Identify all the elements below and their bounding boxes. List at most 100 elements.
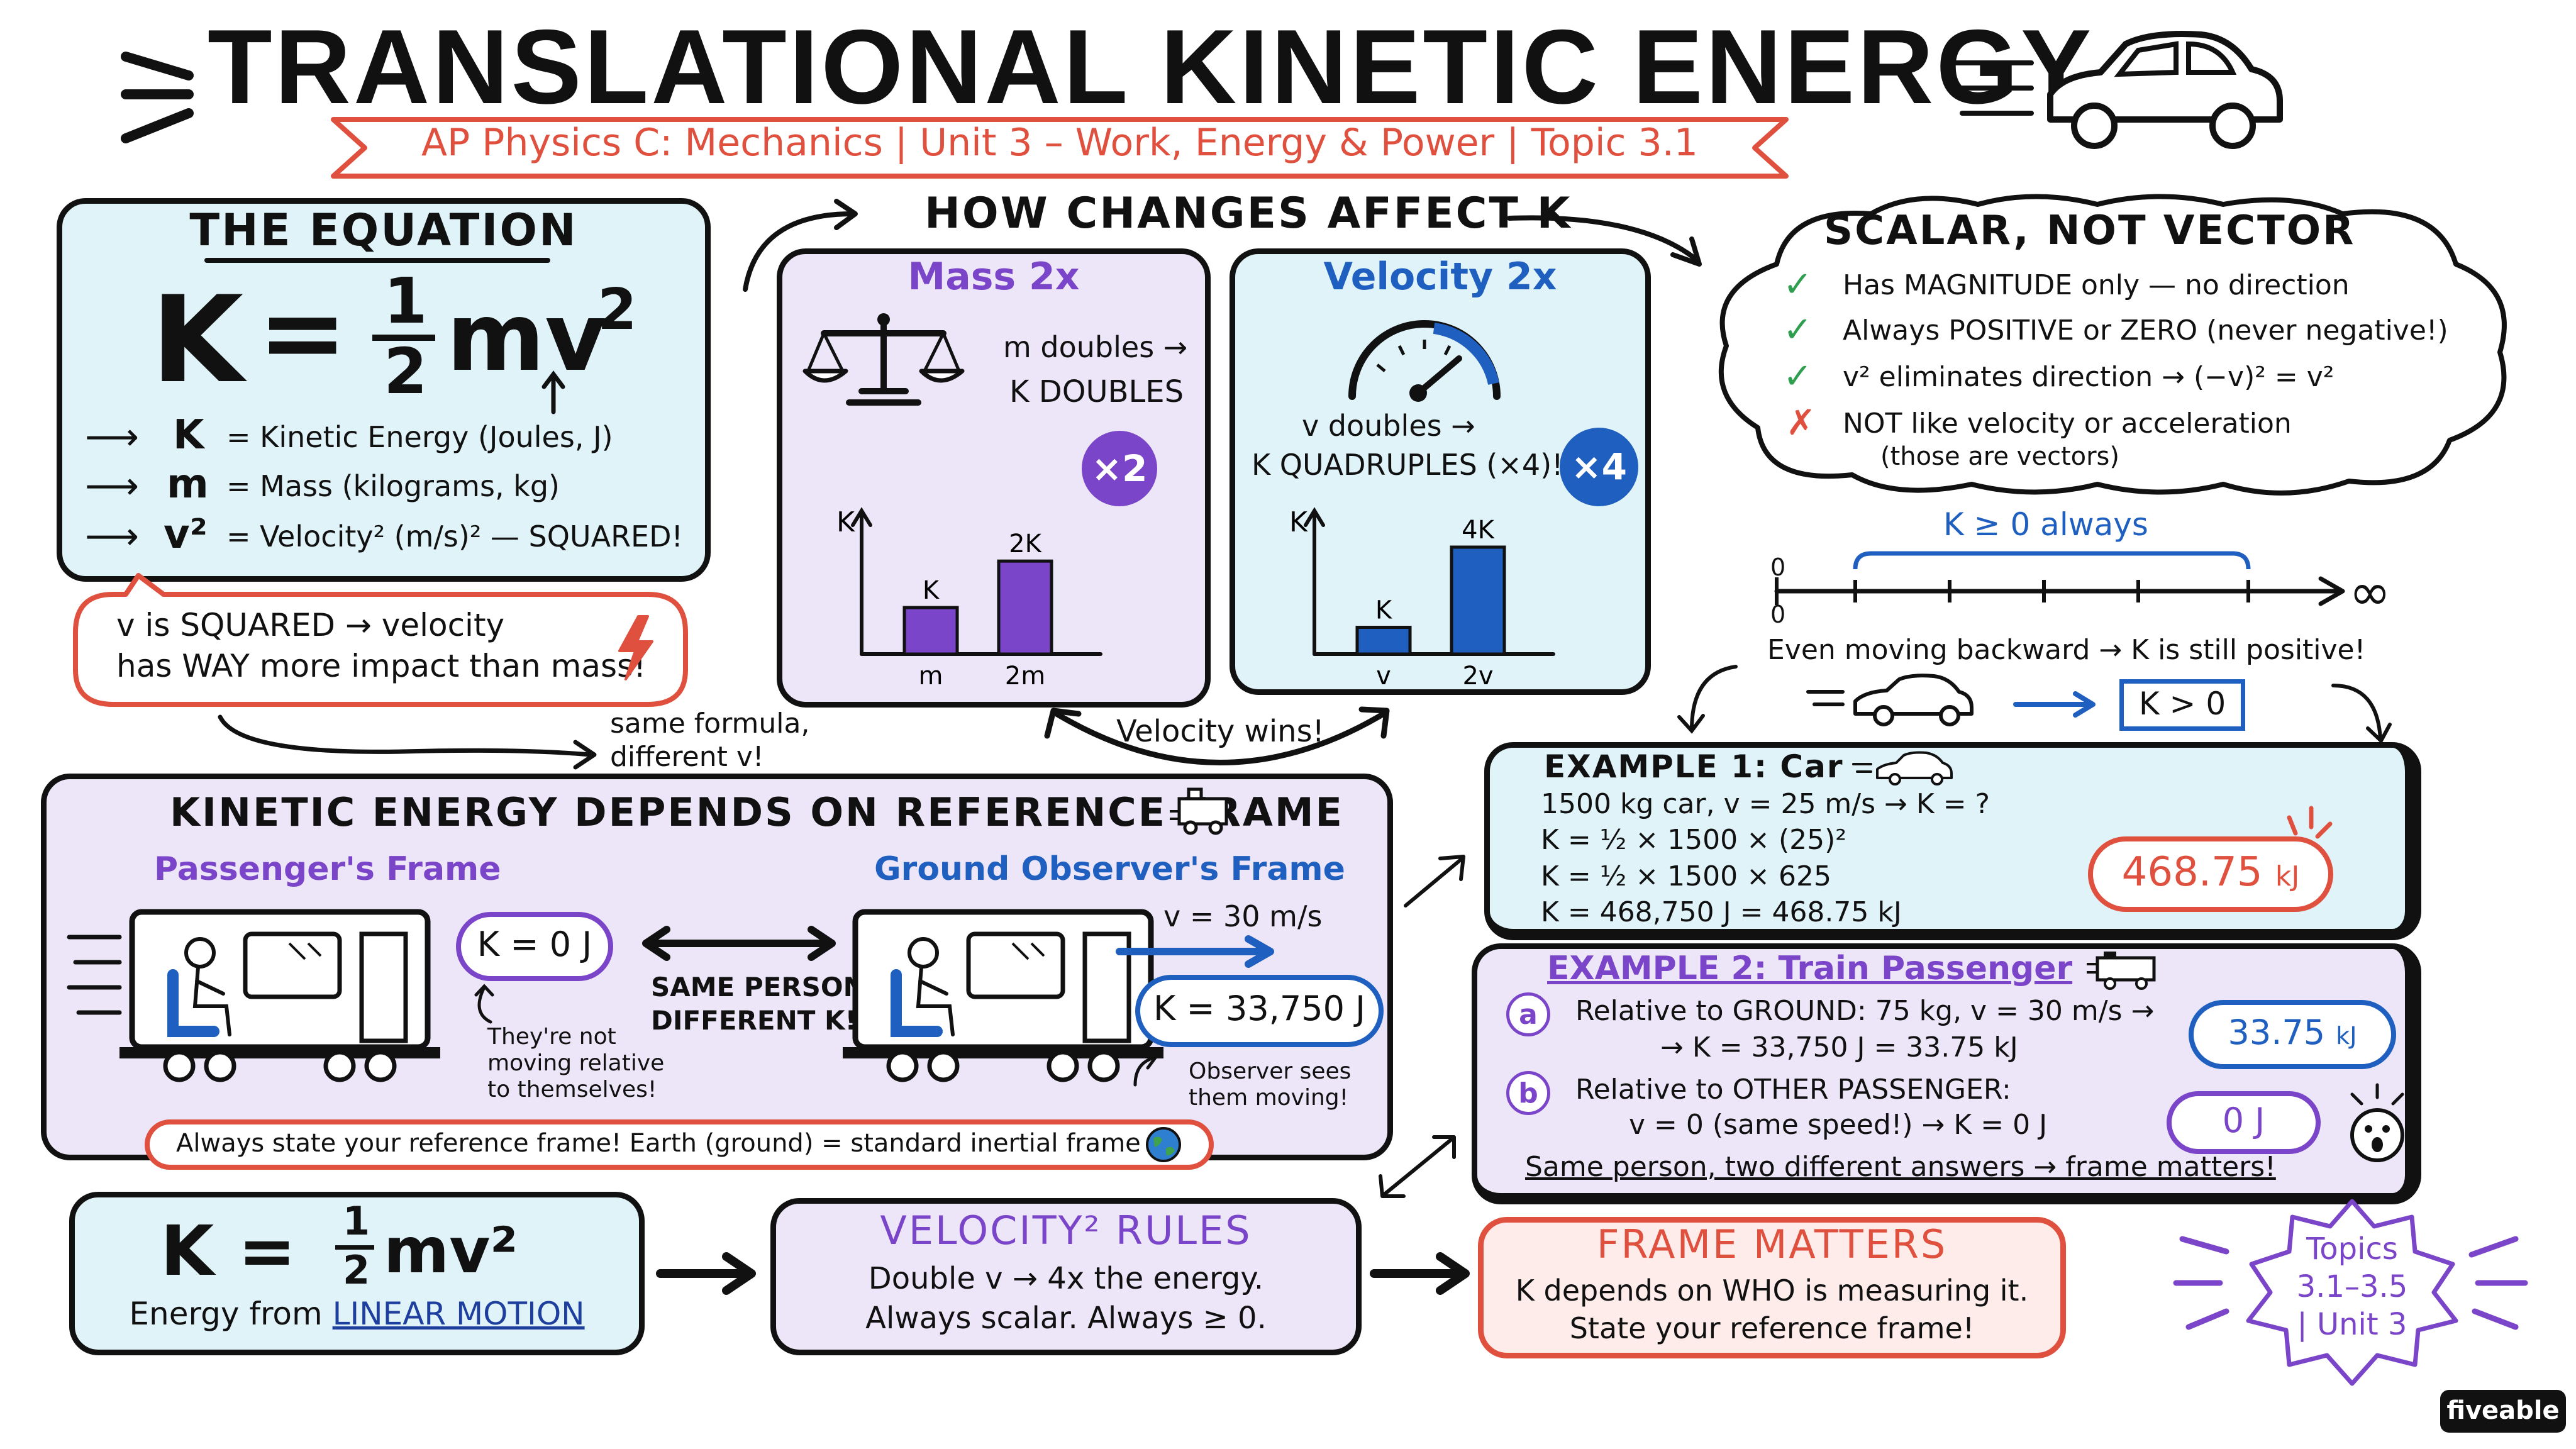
topics-line-2: 3.1–3.5 xyxy=(2296,1269,2408,1304)
brand-badge xyxy=(2440,1390,2566,1433)
legend-symbol: m xyxy=(167,461,209,508)
passenger-note-1: They're not xyxy=(487,1024,616,1050)
bar xyxy=(997,559,1053,656)
summary-formula: K = 1 2 mv² xyxy=(160,1198,601,1293)
summary-box-2-title: VELOCITY² RULES xyxy=(880,1208,1252,1253)
scalar-note: (those are vectors) xyxy=(1880,442,2119,471)
k-zero-pill xyxy=(456,912,613,981)
x-tick-label: 2v xyxy=(1462,662,1493,691)
bar xyxy=(902,606,959,656)
mass-line-2: K DOUBLES xyxy=(1009,374,1184,409)
part-a-line-2: → K = 33,750 J = 33.75 kJ xyxy=(1660,1031,2018,1063)
example-2-footer: Same person, two different answers → fra… xyxy=(1525,1151,2276,1183)
passenger-train-car xyxy=(67,909,440,1082)
example-1-line: K = ½ × 1500 × 625 xyxy=(1541,860,1831,892)
arrow-right-icon: ⟶ xyxy=(85,415,140,459)
part-b-line-2: v = 0 (same speed!) → K = 0 J xyxy=(1629,1109,2048,1141)
k-ground-pill xyxy=(1135,975,1384,1047)
double-arrow-icon xyxy=(642,926,836,961)
observer-note-1: Observer sees xyxy=(1189,1058,1352,1084)
ground-train-car xyxy=(843,909,1163,1082)
check-icon: ✓ xyxy=(1783,309,1813,350)
changes-heading: HOW CHANGES AFFECT K xyxy=(924,189,1572,238)
topics-starburst xyxy=(2173,1199,2528,1386)
equation-heading: THE EQUATION xyxy=(189,204,578,256)
balance-scale-icon xyxy=(802,313,965,406)
bar-label: 2K xyxy=(1009,530,1042,558)
part-b-badge: b xyxy=(1506,1071,1550,1115)
train-icon xyxy=(1170,787,1228,835)
arrow-right-icon xyxy=(656,1252,756,1295)
summary-denominator: 2 xyxy=(343,1247,370,1293)
k-positive-label: K > 0 xyxy=(2138,686,2226,722)
formula-numerator: 1 xyxy=(384,264,428,338)
formula-exponent: 2 xyxy=(597,277,637,343)
formula-mv: mv xyxy=(447,283,607,392)
speed-lines-icon xyxy=(121,52,194,143)
bar xyxy=(1355,626,1412,656)
zero-bottom: 0 xyxy=(1770,601,1786,628)
velocity-line-1: v doubles → xyxy=(1302,409,1475,443)
summary-box-velocity xyxy=(770,1198,1362,1355)
car-icon xyxy=(1852,751,1953,786)
page-title: TRANSLATIONAL KINETIC ENERGY xyxy=(208,8,2094,126)
passenger-note-3: to themselves! xyxy=(487,1077,657,1102)
fraction-bar xyxy=(372,335,435,341)
car-icon xyxy=(1941,31,2283,149)
example-1-answer-pill xyxy=(2088,836,2333,912)
k-positive-box xyxy=(2119,679,2245,731)
main-formula: K = 1 2 mv 2 xyxy=(151,264,654,415)
scalar-heading: SCALAR, NOT VECTOR xyxy=(1824,208,2356,254)
curve-arrow-down-left xyxy=(1677,665,1738,734)
example-2-title: EXAMPLE 2: Train Passenger xyxy=(1547,950,2073,987)
example-1-line: 1500 kg car, v = 25 m/s → K = ? xyxy=(1541,788,1990,820)
legend-description: = Velocity² (m/s)² — SQUARED! xyxy=(226,519,683,553)
example-1-line: K = 468,750 J = 468.75 kJ xyxy=(1541,896,1902,928)
arrow-to-example-1 xyxy=(1404,855,1465,908)
example-1-answer-value: 468.75 xyxy=(2121,849,2263,896)
observer-note-2: them moving! xyxy=(1189,1085,1349,1111)
brand-name: fiveable xyxy=(2446,1396,2560,1425)
frame-footer-text: Always state your reference frame! Earth… xyxy=(176,1129,1141,1158)
speedometer-icon xyxy=(1348,320,1501,402)
y-axis xyxy=(851,507,872,656)
same-person-line-1: SAME PERSON, xyxy=(651,972,875,1002)
sparkle-icon xyxy=(2287,806,2333,839)
curl-arrow-icon xyxy=(474,984,494,1024)
bar-label: K xyxy=(923,576,940,605)
legend-description: = Kinetic Energy (Joules, J) xyxy=(226,420,613,454)
part-a-line-1: Relative to GROUND: 75 kg, v = 30 m/s → xyxy=(1575,995,2155,1027)
curve-arrow-down-right xyxy=(2331,684,2392,744)
velocity-wins-label: Velocity wins! xyxy=(1116,714,1324,749)
small-car-icon xyxy=(1806,674,1974,726)
x-tick-label: m xyxy=(919,662,943,691)
surprised-face-icon xyxy=(2350,1083,2404,1162)
check-icon: ✓ xyxy=(1783,356,1813,397)
cross-icon: ✗ xyxy=(1786,402,1816,443)
part-a-badge: a xyxy=(1506,992,1550,1036)
mass-line-1: m doubles → xyxy=(1003,330,1188,364)
equation-heading-underline xyxy=(204,258,550,263)
velocity-panel-title: Velocity 2x xyxy=(1323,255,1557,299)
same-person-line-2: DIFFERENT K! xyxy=(651,1005,857,1036)
number-line xyxy=(1774,551,2345,606)
k-zero-label: K = 0 J xyxy=(477,924,592,964)
part-b-answer: 0 J xyxy=(2222,1101,2265,1140)
formula-k: K xyxy=(151,270,244,409)
part-a-answer-unit: kJ xyxy=(2336,1022,2357,1050)
curve-arrow-left xyxy=(743,199,858,292)
train-icon xyxy=(2087,952,2156,990)
lightning-icon xyxy=(618,615,653,680)
summary-box-2-line-1: Double v → 4x the energy. xyxy=(868,1261,1264,1296)
backward-note: Even moving backward → K is still positi… xyxy=(1767,634,2366,666)
curve-arrow-same-formula xyxy=(218,714,597,770)
double-arrow-diagonal xyxy=(1379,1135,1456,1198)
subtitle-ribbon xyxy=(331,117,1789,179)
summary-numerator: 1 xyxy=(343,1198,370,1244)
axis-label: K xyxy=(1289,506,1308,538)
ground-frame-title: Ground Observer's Frame xyxy=(874,850,1345,888)
blue-arrow-icon xyxy=(2013,691,2096,718)
example-2-panel xyxy=(1472,943,2421,1204)
summary-fraction-bar xyxy=(335,1245,374,1250)
